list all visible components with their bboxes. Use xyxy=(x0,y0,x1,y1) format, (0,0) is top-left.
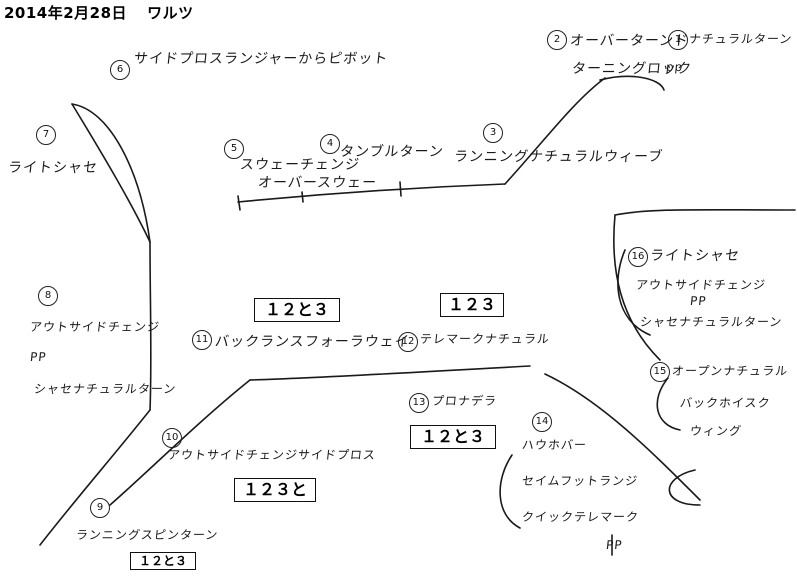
figure-label-8-outside-change: アウトサイドチェンジ xyxy=(29,320,161,334)
figure-number-5: 5 xyxy=(224,139,244,159)
path-right-wall xyxy=(613,214,661,361)
figure-label-back-lock: バックランスフォーラウェイ xyxy=(214,334,411,350)
path-top-right-arc xyxy=(599,75,665,91)
path-bottom-wall xyxy=(249,365,531,381)
path-top-left-curve xyxy=(71,103,151,243)
figure-number-8: 8 xyxy=(38,286,58,306)
figure-label-16-pp: PP xyxy=(689,294,708,308)
figure-number-10: 10 xyxy=(162,428,182,448)
figure-number-11: 11 xyxy=(192,330,212,350)
figure-label-side-prosslunge: サイドプロスランジャーからピボット xyxy=(133,51,390,67)
figure-label-telemark: テレマークナチュラル xyxy=(419,332,551,346)
figure-label-promenade: プロナデラ xyxy=(431,394,498,408)
path-top-right-rise xyxy=(504,77,606,185)
figure-label-same-foot-lunge: セイムフットランジ xyxy=(521,474,639,488)
path-top-wall xyxy=(237,183,506,203)
path-top-left-lower xyxy=(71,103,151,243)
figure-label-oversway: オーバースウェー xyxy=(257,175,378,191)
figure-label-8-chasse-natural: シャセナチュラルターン xyxy=(33,382,178,396)
figure-label-16-outside-change: アウトサイドチェンジ xyxy=(635,278,767,292)
count-box-10: １２３と xyxy=(234,478,316,502)
figure-number-4: 4 xyxy=(320,134,340,154)
figure-label-running-natural-weave: ランニングナチュラルウィーブ xyxy=(453,149,664,165)
sheet-date: 2014年2月28日 xyxy=(4,4,128,22)
sheet-title: ワルツ xyxy=(147,4,194,22)
figure-number-14: 14 xyxy=(532,412,552,432)
tick-3 xyxy=(399,181,402,197)
bracket-16 xyxy=(617,249,651,336)
tick-2 xyxy=(301,191,304,203)
figure-number-2: 2 xyxy=(547,30,567,50)
figure-label-open-natural: オープンナチュラル xyxy=(671,364,789,378)
figure-label-14-pp: PP xyxy=(605,538,624,552)
figure-label-right-chasse: ライトシャセ xyxy=(7,160,99,176)
tick-1 xyxy=(237,195,241,211)
figure-label-back-whisk: バックホイスク xyxy=(679,396,772,410)
path-right-bottom-arc xyxy=(668,469,701,506)
figure-number-15: 15 xyxy=(650,362,670,382)
figure-number-16: 16 xyxy=(628,247,648,267)
count-box-9: １２と３ xyxy=(130,552,196,570)
count-box-13: １２と３ xyxy=(410,425,496,449)
figure-number-3: 3 xyxy=(483,123,503,143)
bracket-14 xyxy=(499,454,521,529)
path-lower-left-diag xyxy=(39,409,151,546)
figure-number-1: 1 xyxy=(668,30,688,50)
path-right-lower xyxy=(544,373,701,501)
figure-label-10-outside-change: アウトサイドチェンジサイドプロス xyxy=(167,448,377,462)
figure-label-overturned: オーバーターンド xyxy=(569,33,690,49)
figure-label-16-chasse-natural: シャセナチュラルターン xyxy=(639,315,784,329)
bracket-15 xyxy=(656,377,681,431)
path-right-curve-top xyxy=(614,208,796,216)
count-box-center-right: １２３ xyxy=(440,293,504,317)
figure-label-16-right-chasse: ライトシャセ xyxy=(649,248,741,264)
figure-number-7: 7 xyxy=(36,125,56,145)
figure-number-13: 13 xyxy=(409,393,429,413)
figure-label-quick-telemark: クイックテレマーク xyxy=(521,510,640,524)
path-left-wall xyxy=(149,241,152,411)
figure-number-9: 9 xyxy=(90,498,110,518)
figure-label-pp-1: pp xyxy=(665,60,684,74)
figure-label-tumble-turn: タンブルターン xyxy=(339,144,445,160)
figure-label-8-pp: PP xyxy=(29,350,48,364)
figure-label-running-spin: ランニングスピンターン xyxy=(75,528,220,542)
figure-label-wing: ウィング xyxy=(689,424,743,438)
figure-number-6: 6 xyxy=(110,60,130,80)
count-box-center-left: １２と３ xyxy=(254,298,340,322)
figure-number-12: 12 xyxy=(398,332,418,352)
figure-label-hover: ハウホバー xyxy=(521,438,588,452)
sheet-header: 2014年2月28日 ワルツ xyxy=(4,2,194,23)
figure-label-natural-turn: ナチュラルターン xyxy=(688,32,794,46)
